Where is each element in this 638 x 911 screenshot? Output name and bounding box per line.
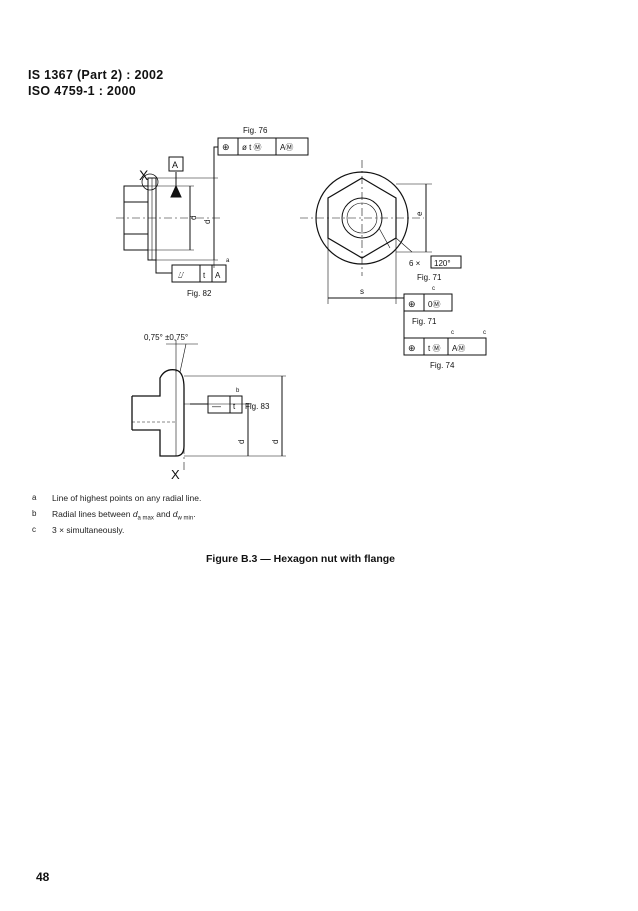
nut-side-view <box>116 146 220 274</box>
footnote-a: a Line of highest points on any radial l… <box>32 493 202 503</box>
footnote-text-c: 3 × simultaneously. <box>52 525 125 535</box>
fig76-tolerance-frame <box>217 137 309 156</box>
footnote-key-a: a <box>32 493 37 502</box>
standard-number-is: IS 1367 (Part 2) : 2002 <box>28 68 164 82</box>
count-120: 6 × <box>409 259 421 268</box>
footnote-key-b: b <box>32 509 37 518</box>
view-mark-x: X <box>139 167 149 183</box>
fig74-frame-datum: AⓂ <box>452 344 465 353</box>
footnote-c: c 3 × simultaneously. <box>32 525 125 535</box>
figure-caption: Figure B.3 — Hexagon nut with flange <box>206 553 396 565</box>
fig83-frame-tolerance: t <box>233 402 236 411</box>
subscript-a-max: a max <box>137 515 154 522</box>
dim-da: d <box>237 440 246 444</box>
fig74-tolerance-frame <box>403 337 487 356</box>
fig82-label: Fig. 82 <box>187 289 212 298</box>
datum-label-a: A <box>172 160 178 170</box>
fig76-frame-symbol: ⊕ <box>222 142 230 152</box>
symbol-d-w: d <box>172 509 178 519</box>
dim-e: e <box>415 211 424 216</box>
fig76-frame-datum: AⓂ <box>280 143 293 152</box>
fig82-frame-tolerance: t <box>203 271 206 280</box>
fig71-frame-symbol: ⊕ <box>408 299 416 309</box>
footnote-b: b Radial lines between da max and dw min… <box>32 509 196 522</box>
page-number: 48 <box>36 870 50 884</box>
fig74-note-a: c <box>451 330 454 336</box>
footnote-text-b-pre: Radial lines between <box>52 509 133 519</box>
fig71-note: c <box>432 286 435 292</box>
angle-120: 120° <box>434 259 451 268</box>
footnote-text-a: Line of highest points on any radial lin… <box>52 493 202 503</box>
nut-top-view <box>300 160 432 346</box>
fig74-note-b: c <box>483 330 486 336</box>
footnote-text-b-mid: and <box>153 509 173 519</box>
fig71-label-top: Fig. 71 <box>417 273 442 282</box>
angle-120-box <box>430 255 462 269</box>
fig71-frame-tolerance: 0Ⓜ <box>428 300 440 309</box>
detail-x-title: X <box>171 467 180 482</box>
dim-dw-detail: d <box>271 440 280 444</box>
standard-number-iso: ISO 4759-1 : 2000 <box>28 84 136 98</box>
angle-tolerance-label: 0,75° ±0,75° <box>144 333 188 342</box>
fig82-note: a <box>226 258 230 264</box>
fig74-frame-tolerance: t Ⓜ <box>428 344 440 353</box>
fig82-tolerance-frame <box>171 264 227 283</box>
subscript-w-min: w min <box>177 515 194 522</box>
fig82-frame-symbol: ⌰ <box>178 270 184 280</box>
fig83-tolerance-frame <box>207 395 243 414</box>
fig71-tolerance-frame <box>403 293 453 312</box>
fig83-note: b <box>236 388 240 394</box>
dim-dw: d <box>189 216 198 220</box>
fig76-frame-tolerance: ø t Ⓜ <box>242 143 262 152</box>
fig74-frame-symbol: ⊕ <box>408 343 416 353</box>
fig83-label: Fig. 83 <box>245 402 270 411</box>
fig71-label-bottom: Fig. 71 <box>412 317 437 326</box>
fig83-frame-symbol: — <box>212 401 221 411</box>
dim-s: s <box>360 287 364 296</box>
symbol-d-a: d <box>132 509 138 519</box>
dim-dc: d <box>203 220 212 224</box>
fig74-label: Fig. 74 <box>430 361 455 370</box>
footnote-text-b-post: . <box>193 509 196 519</box>
footnote-key-c: c <box>32 525 36 534</box>
fig82-frame-datum: A <box>215 271 221 280</box>
detail-x-flange <box>131 340 286 472</box>
fig76-label: Fig. 76 <box>243 126 268 135</box>
